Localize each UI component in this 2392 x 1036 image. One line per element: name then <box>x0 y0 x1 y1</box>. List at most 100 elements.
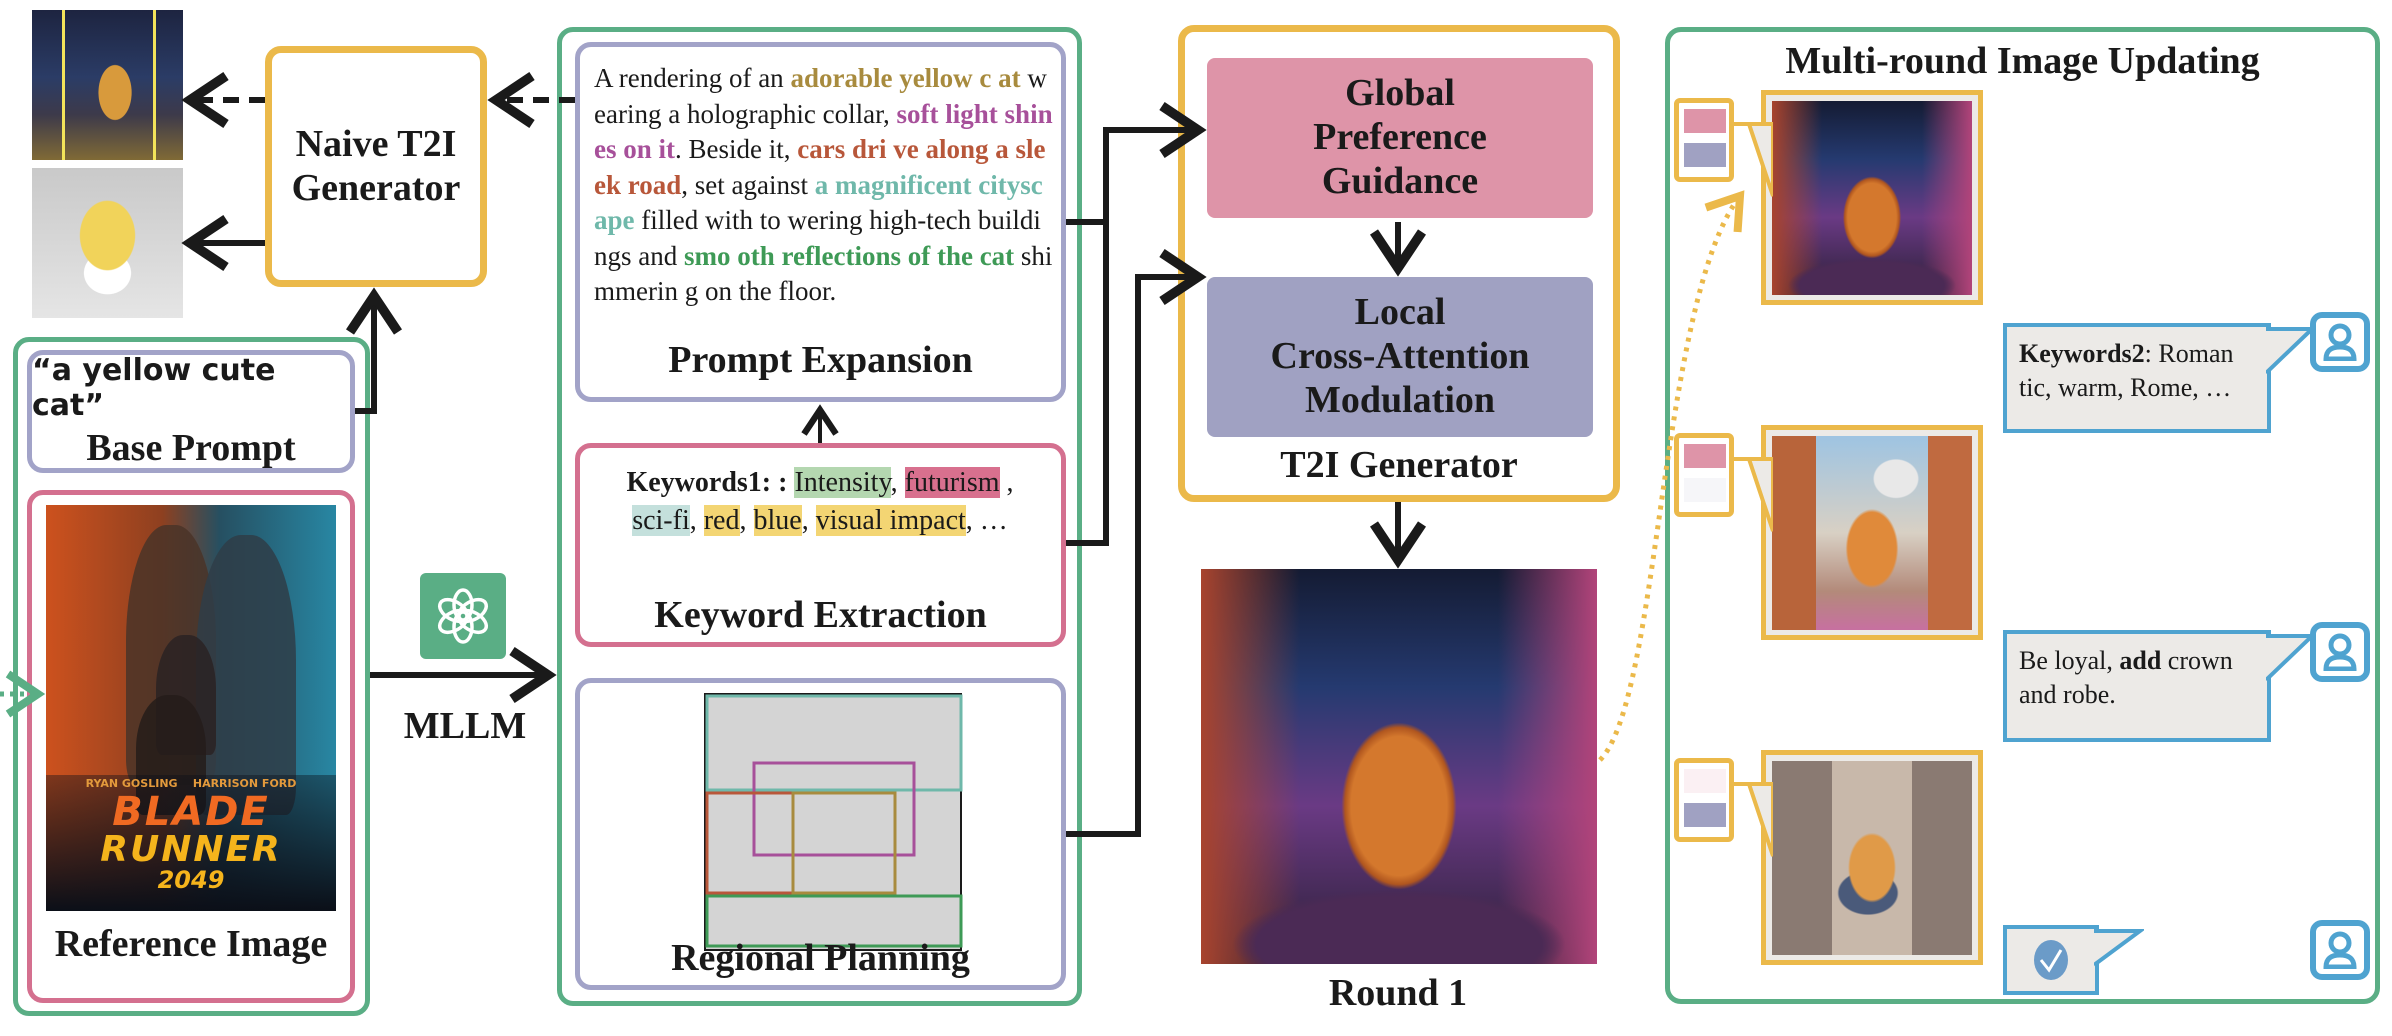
keyword-separator: , <box>890 467 905 498</box>
regional-planning-box: Regional Planning <box>575 678 1066 990</box>
round-1-module-legend <box>1674 98 1734 182</box>
prompt-expansion-label: Prompt Expansion <box>668 339 973 381</box>
accept-bubble <box>2003 925 2099 995</box>
round-2-module-legend <box>1674 433 1734 517</box>
prompt-segment: adorable yellow c at <box>790 63 1021 93</box>
user-avatar-2 <box>2310 622 2370 682</box>
prompt-segment: . Beside it, <box>675 134 798 164</box>
user-icon <box>2323 323 2357 361</box>
poster-title-line1: BLADE <box>112 789 270 835</box>
poster-title-line2: RUNNER <box>100 829 282 870</box>
region-layout <box>704 693 963 951</box>
naive-t2i-title-line1: Naive T2I <box>295 122 457 165</box>
keyword-chip: blue <box>753 505 802 536</box>
base-prompt-label: Base Prompt <box>86 426 296 469</box>
prompt-segment: shimmerin g on the floor. <box>594 240 1053 307</box>
global-line3: Guidance <box>1321 159 1479 202</box>
naive-t2i-generator-box: Naive T2I Generator <box>265 46 487 287</box>
keywords-prefix: Keywords1: : <box>626 467 795 498</box>
reference-poster-image: RYAN GOSLING HARRISON FORD BLADE RUNNER … <box>46 505 336 911</box>
round-1-callout-tail <box>1733 122 1773 197</box>
round1-output-image <box>1201 569 1597 964</box>
keyword-extraction-box: Keywords1: : Intensity, futurism , sci-f… <box>575 443 1066 647</box>
reference-image-box: RYAN GOSLING HARRISON FORD BLADE RUNNER … <box>27 490 355 1003</box>
round-3-thumbnail-frame <box>1761 750 1983 965</box>
check-circle-icon <box>2034 940 2068 980</box>
feedback2-bold: add <box>2119 646 2162 675</box>
t2i-generator-label: T2I Generator <box>1280 444 1518 486</box>
naive-t2i-title-line2: Generator <box>291 166 461 209</box>
keyword-separator: , <box>689 505 704 536</box>
bubble3-tail <box>2094 929 2144 967</box>
global-line2: Preference <box>1313 116 1487 159</box>
prompt-segment: filled with to wering high-tech building… <box>594 205 1041 271</box>
prompt-segment: wearing a holographic collar, <box>594 63 1047 129</box>
region-cat <box>791 791 897 895</box>
prompt-segment: soft light shines on it <box>594 98 1053 165</box>
region-canvas <box>704 693 962 951</box>
prompt-segment: , set against <box>681 169 815 200</box>
poster-title-line3: 2049 <box>157 866 225 894</box>
feedback-bubble-keywords2: Keywords2: Roman tic, warm, Rome, … <box>2003 323 2271 433</box>
round-3-thumbnail-image <box>1772 761 1972 955</box>
global-line1: Global <box>1345 72 1455 115</box>
feedback2-pre: Be loyal, <box>2019 646 2120 675</box>
mllm-label: MLLM <box>403 705 527 747</box>
keyword-separator: , <box>739 505 754 536</box>
keyword-chip: futurism <box>904 467 1000 498</box>
prompt-segment: smo oth reflections of the cat <box>684 240 1015 271</box>
feedback-bubble-loyal: Be loyal, add crown and robe. <box>2003 630 2271 742</box>
region-cityscape <box>705 694 963 792</box>
region-soft-light <box>752 761 916 857</box>
feedback1-text: : Roman tic, warm, Rome, … <box>2019 339 2234 402</box>
keyword-chip: red <box>703 505 740 536</box>
base-prompt-box: “a yellow cute cat” Base Prompt <box>27 350 355 473</box>
keyword-extraction-label: Keyword Extraction <box>654 594 987 636</box>
legend-local-swatch <box>1684 478 1726 502</box>
legend-global-swatch <box>1684 109 1726 133</box>
keywords-list: Keywords1: : Intensity, futurism , sci-f… <box>620 464 1020 540</box>
legend-global-swatch <box>1684 769 1726 793</box>
user-icon <box>2323 931 2357 969</box>
expanded-prompt-text: A rendering of an adorable yellow c at w… <box>594 61 1054 310</box>
region-reflections <box>705 894 963 948</box>
feedback2-post: crown and robe. <box>2019 646 2233 709</box>
openai-logo-icon <box>437 588 489 644</box>
keyword-separator: , <box>999 467 1014 498</box>
local-line1: Local <box>1354 291 1446 334</box>
poster-credits: RYAN GOSLING HARRISON FORD <box>85 777 297 790</box>
legend-local-swatch <box>1684 143 1726 167</box>
user-icon <box>2323 633 2357 671</box>
user-avatar-3 <box>2310 920 2370 980</box>
local-cross-attention-modulation-block: Local Cross-Attention Modulation <box>1207 277 1593 437</box>
legend-global-swatch <box>1684 444 1726 468</box>
keyword-separator: , … <box>965 505 1008 536</box>
bubble2-tail <box>2266 634 2316 682</box>
round1-label: Round 1 <box>1328 972 1468 1014</box>
naive-output-city-cat-image <box>32 10 183 160</box>
base-prompt-text: “a yellow cute cat” <box>32 352 276 423</box>
prompt-segment: A rendering of an <box>594 63 791 93</box>
local-line2: Cross-Attention <box>1270 335 1530 378</box>
mllm-openai-logo-icon <box>420 573 506 659</box>
keyword-separator: , <box>801 505 816 536</box>
naive-output-plush-cat-image <box>32 168 183 318</box>
regional-planning-label: Regional Planning <box>671 937 970 979</box>
round-2-callout-tail <box>1733 457 1773 532</box>
round-2-thumbnail-frame <box>1761 425 1983 640</box>
round-1-thumbnail-frame <box>1761 90 1983 305</box>
keyword-chip: sci-fi <box>632 505 690 536</box>
feedback1-bold: Keywords2 <box>2019 339 2145 368</box>
local-line3: Modulation <box>1304 378 1496 421</box>
global-preference-guidance-block: Global Preference Guidance <box>1207 58 1593 218</box>
round-1-thumbnail-image <box>1772 101 1972 295</box>
keyword-chip: visual impact <box>815 505 966 536</box>
prompt-expansion-box: A rendering of an adorable yellow c at w… <box>575 42 1066 402</box>
round-3-module-legend <box>1674 758 1734 842</box>
round-2-thumbnail-image <box>1772 436 1972 630</box>
prompt-segment: cars dri ve along a sleek road <box>594 134 1046 200</box>
user-avatar-1 <box>2310 312 2370 372</box>
multi-round-title: Multi-round Image Updating <box>1785 40 2260 82</box>
round-3-callout-tail <box>1733 782 1773 857</box>
legend-local-swatch <box>1684 803 1726 827</box>
